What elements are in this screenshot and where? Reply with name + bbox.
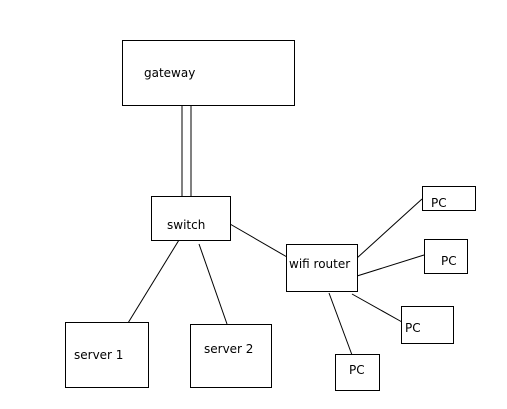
server2-label: server 2 <box>204 342 254 356</box>
pc2-node: PC <box>424 239 468 274</box>
pc3-label: PC <box>405 321 421 335</box>
switch-node: switch <box>151 196 231 241</box>
pc3-node: PC <box>401 306 454 344</box>
connection-wifi-router-pc1 <box>356 198 423 259</box>
pc2-label: PC <box>441 254 457 268</box>
switch-label: switch <box>167 218 206 232</box>
connection-wifi-router-pc4 <box>328 292 353 356</box>
gateway-node: gateway <box>122 40 295 106</box>
connection-wifi-router-pc3 <box>351 293 403 323</box>
server2-node: server 2 <box>190 324 272 388</box>
pc1-label: PC <box>431 196 447 210</box>
gateway-label: gateway <box>144 66 196 80</box>
pc4-label: PC <box>349 363 365 377</box>
connection-wifi-router-pc2 <box>356 254 425 277</box>
pc4-node: PC <box>335 354 380 391</box>
connection-switch-wifi-router <box>229 223 288 258</box>
connection-switch-server1 <box>127 239 180 324</box>
connection-switch-server2 <box>198 243 228 325</box>
wifi-router-label: wifi router <box>289 257 351 271</box>
server1-label: server 1 <box>74 348 124 362</box>
pc1-node: PC <box>422 186 476 211</box>
server1-node: server 1 <box>65 322 149 388</box>
wifi-router-node: wifi router <box>286 244 358 292</box>
